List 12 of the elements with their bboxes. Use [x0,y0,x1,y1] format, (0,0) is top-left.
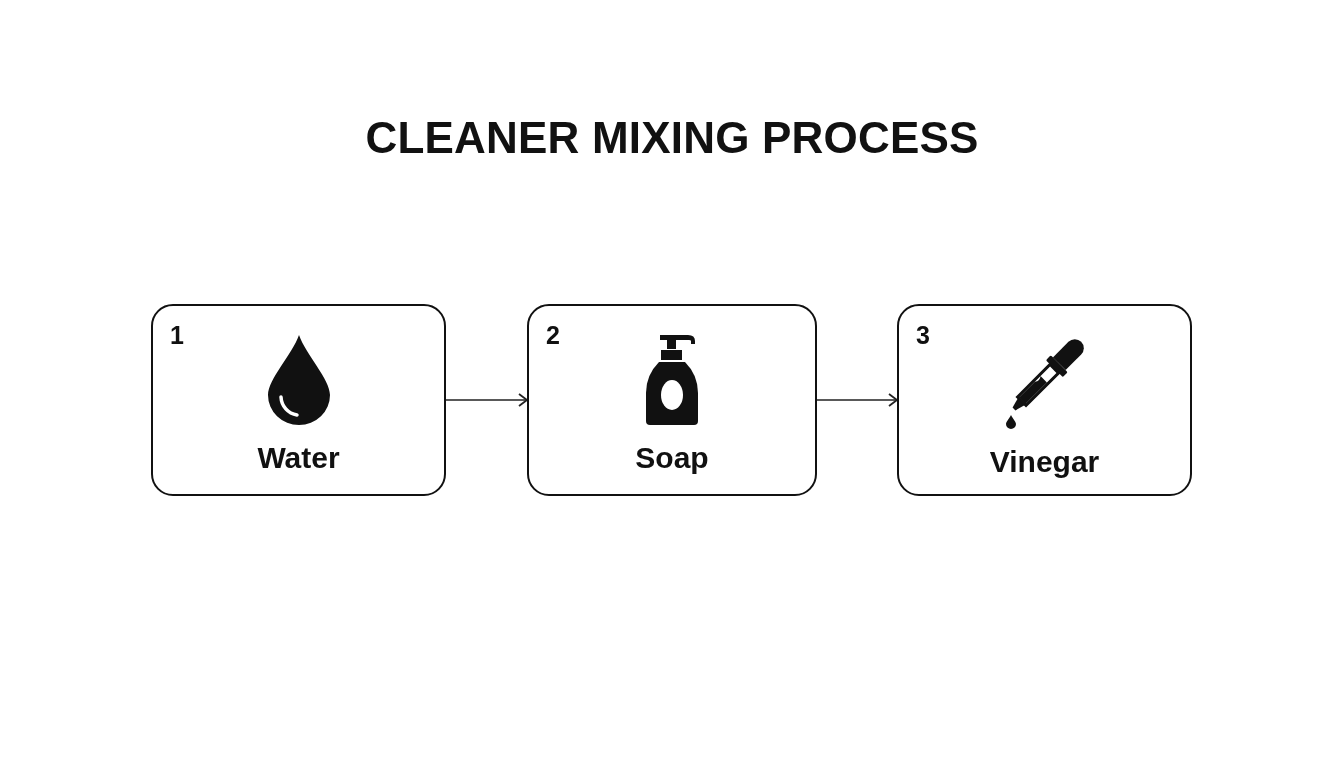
step-number: 3 [916,321,930,349]
step-card [527,304,817,496]
step-label: Water [257,440,340,475]
step-number: 1 [170,321,184,349]
step-card [151,304,446,496]
arrow [816,393,898,407]
step-label: Soap [635,440,709,475]
diagram-title: CLEANER MIXING PROCESS [365,112,979,164]
step-card [897,304,1192,496]
step-label: Vinegar [989,444,1100,479]
arrow [445,393,528,407]
step-number: 2 [546,321,560,349]
